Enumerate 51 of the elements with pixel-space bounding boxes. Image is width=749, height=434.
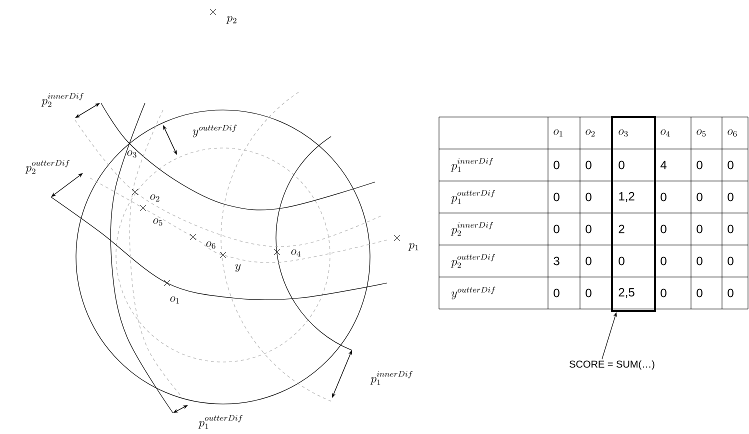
row-header: $p_2^{outterDif}$ [450, 254, 495, 268]
table-cell: 0 [586, 224, 592, 234]
point-label: $o_2$ [150, 194, 160, 202]
table-cell: 2 [618, 224, 624, 234]
point-label: $p_1^{innerDif}$ [370, 371, 412, 385]
row-header: $y^{outterDif}$ [452, 286, 496, 300]
table-cell: 0 [696, 160, 702, 170]
table-cell: 0 [728, 224, 734, 234]
table-cell: 0 [554, 224, 560, 234]
table-cell: 0 [554, 192, 560, 202]
table-cell: 0 [618, 160, 624, 170]
row-header: $p_1^{outterDif}$ [450, 190, 495, 204]
table-cell: 0 [728, 160, 734, 170]
table-cell: 0 [696, 224, 702, 234]
table-cell: 0 [696, 288, 702, 298]
table-cell: 0 [586, 192, 592, 202]
point-label: $p_2^{outterDif}$ [25, 160, 70, 174]
table-cell: 0 [554, 160, 560, 170]
point-label: $o_6$ [206, 241, 216, 249]
row-header: $p_1^{innerDif}$ [450, 158, 493, 172]
point-label: $y$ [235, 264, 241, 272]
point-label: $o_4$ [291, 249, 300, 256]
table-cell: 0 [618, 256, 624, 266]
point-label: $o_1$ [170, 296, 180, 304]
row-header: $p_2^{innerDif}$ [450, 222, 493, 236]
point-label: $o_5$ [153, 218, 162, 226]
table-cell: 3 [554, 256, 560, 266]
table-cell: 1,2 [619, 192, 634, 202]
point-label: $o_3$ [127, 150, 136, 158]
table-cell: 0 [586, 256, 592, 266]
column-header: $o_5$ [696, 129, 706, 137]
point-label: $p_1$ [408, 243, 418, 251]
point-label: $p_2^{innerDif}$ [41, 93, 84, 107]
point-label: $p_1^{outterDif}$ [198, 415, 242, 429]
table-cell: 0 [586, 160, 592, 170]
column-header: $o_2$ [586, 129, 595, 136]
highlight-box [611, 116, 656, 312]
table-cell: 0 [728, 256, 734, 266]
table-cell: 0 [696, 256, 702, 266]
point-label: $y^{outterDif}$ [192, 124, 237, 138]
annotation-text: SCORE = SUM(…) [570, 360, 654, 370]
column-header: $o_1$ [554, 129, 562, 136]
table-cell: 0 [728, 288, 734, 298]
column-header: $o_6$ [728, 129, 737, 137]
table-cell: 0 [554, 288, 560, 298]
table-cell: 2,5 [618, 288, 634, 298]
table-cell: 0 [696, 192, 702, 202]
column-header: $o_3$ [618, 129, 628, 137]
table-cell: 0 [728, 192, 734, 202]
table-cell: 0 [586, 288, 592, 298]
point-label: $p_2$ [226, 16, 236, 24]
